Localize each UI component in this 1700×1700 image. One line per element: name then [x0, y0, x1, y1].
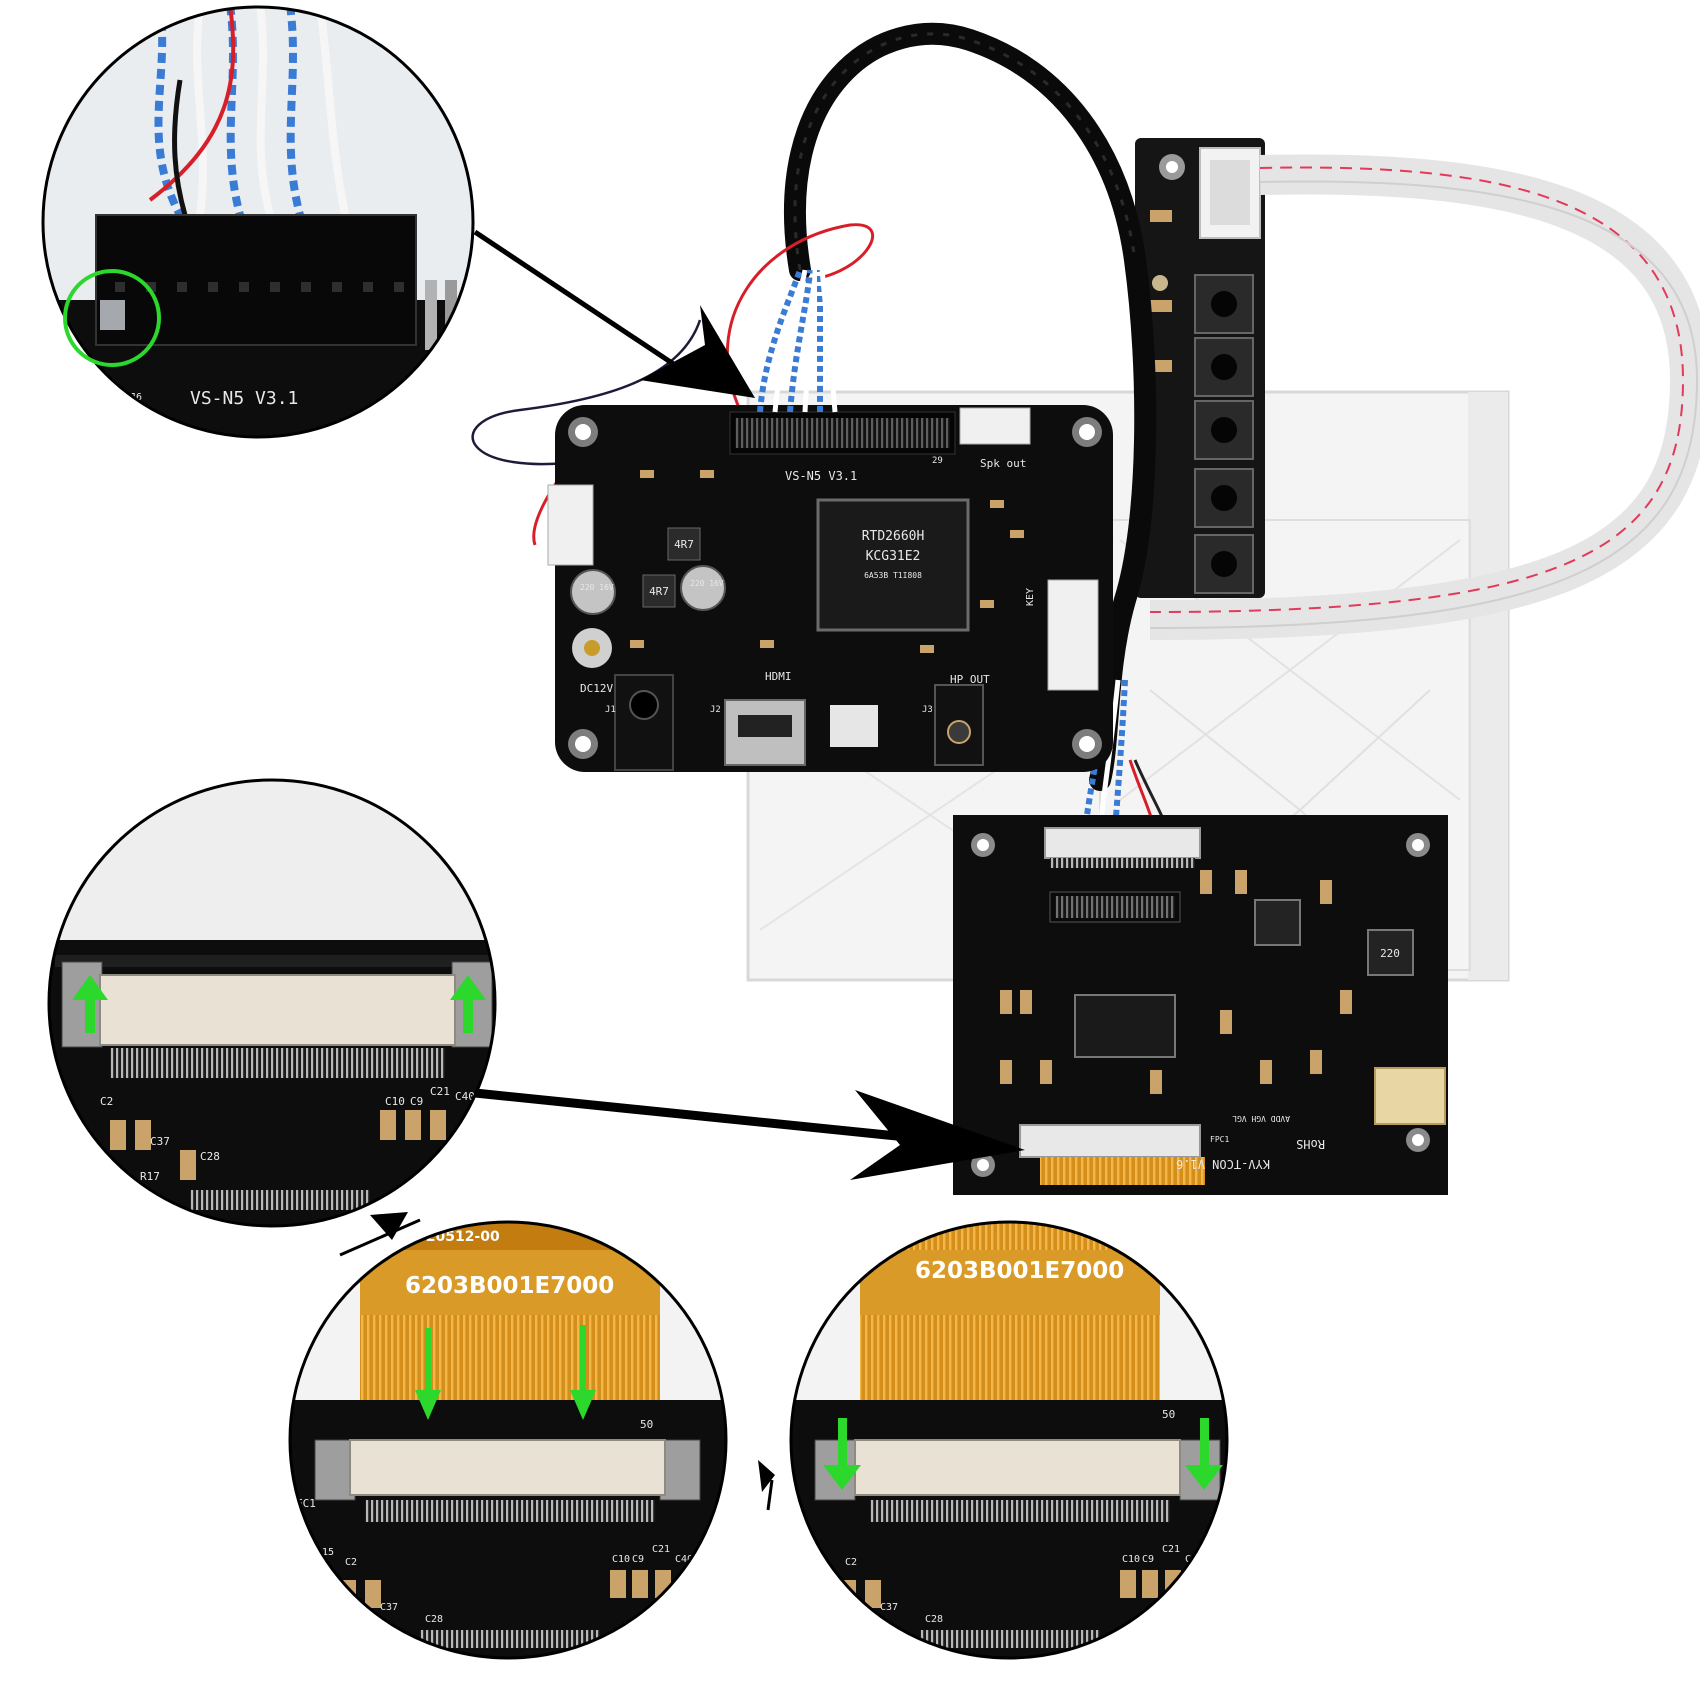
lever-down-arrow-left — [823, 1418, 861, 1490]
key-ribbon-cable — [1149, 154, 1700, 640]
fpc-pin50-left: 50 — [640, 1418, 653, 1431]
tcon-model: KYV-TCON V1.6 — [1176, 1157, 1270, 1171]
fpcr-label-c10: C10 — [1122, 1554, 1140, 1565]
key-button-5 — [1194, 534, 1254, 594]
fpc-insert-arrow-left — [415, 1328, 441, 1420]
lever-up-arrow-left — [72, 975, 108, 1033]
black-sleeve-cable — [784, 22, 1157, 791]
callout-arrows — [339, 229, 1025, 1511]
cap-label-2: 220 16V — [690, 579, 724, 588]
dc-label: DC12V — [580, 682, 613, 695]
key-label: KEY — [1025, 588, 1036, 606]
pin29-label: 29 — [932, 456, 943, 466]
fpc-part-number-right: 6203B001E7000 — [915, 1258, 1124, 1284]
power-wire-red — [725, 223, 874, 411]
zoom-conn-label-c9: C9 — [410, 1095, 423, 1108]
j3-label: J3 — [922, 705, 933, 715]
j1-label: J1 — [605, 705, 616, 715]
fpc-pin50-right: 50 — [1162, 1408, 1175, 1421]
zoom-conn-label-c37: C37 — [150, 1135, 170, 1148]
main-driver-board: RTD2660H KCG31E2 6A53B T1I808 4R7 4R7 VS… — [547, 405, 1113, 772]
zoom-conn-label-c21: C21 — [430, 1085, 450, 1098]
key-button-1 — [1194, 274, 1254, 334]
inductor-label-1: 4R7 — [674, 538, 694, 551]
chip-label-2: KCG31E2 — [866, 549, 921, 564]
cap-label-1: 220 16V — [580, 583, 614, 592]
fpcr-label-c21: C21 — [1162, 1544, 1180, 1555]
fpcl-label-r17: R17 — [360, 1632, 378, 1643]
tcon-inductor-label: 220 — [1380, 947, 1400, 960]
hdmi-label: HDMI — [765, 670, 792, 683]
zoom-top-model: VS-N5 V3.1 — [190, 388, 298, 409]
fpc-partial-text: K 20512-00 — [410, 1229, 500, 1245]
zoom-circle-fpc-insert: K 20512-00 6203B001E7000 50 FC1 R15 C2 C… — [288, 1220, 728, 1660]
fpcr-label-c37: C37 — [880, 1602, 898, 1613]
zoom-conn-label-r17: R17 — [140, 1170, 160, 1183]
chip-label-3: 6A53B T1I808 — [864, 571, 922, 580]
zoom-conn-label-c28: C28 — [200, 1150, 220, 1163]
fpcl-label-c10: C10 — [612, 1554, 630, 1565]
power-wire-dark — [471, 319, 702, 466]
j2-label: J2 — [710, 705, 721, 715]
lever-up-arrow-right — [450, 975, 486, 1033]
zoom-conn-label-c10: C10 — [385, 1095, 405, 1108]
tcon-board: 220 KYV-TCON V1.6 RoHS AVDD VGH VGL FPC1 — [953, 815, 1448, 1195]
zoom-circle-fpc-locked: 6203B001E7000 50 C2 C37 C28 R17 C10 C9 C… — [789, 1220, 1229, 1660]
zoom-circle-lvds-header: VS-N5 V3.1 J6 — [41, 5, 475, 439]
fpcr-label-c2: C2 — [845, 1557, 857, 1568]
fpcl-label-c28: C28 — [425, 1614, 443, 1625]
tcon-rohs: RoHS — [1296, 1137, 1325, 1151]
tcon-avdd: AVDD VGH VGL — [1232, 1114, 1290, 1123]
fpc-insert-arrow-right — [570, 1325, 596, 1420]
fpcl-label-c37: C37 — [380, 1602, 398, 1613]
fpc-part-number-left: 6203B001E7000 — [405, 1273, 614, 1299]
main-board-model: VS-N5 V3.1 — [785, 469, 857, 483]
lever-down-arrow-right — [1185, 1418, 1223, 1490]
fpcl-label-c2: C2 — [345, 1557, 357, 1568]
zoom-conn-label-c2: C2 — [100, 1095, 113, 1108]
fpcl-label-c40: C40 — [675, 1554, 693, 1565]
key-button-3 — [1194, 400, 1254, 460]
fpcr-label-r17: R17 — [860, 1632, 878, 1643]
zoom-conn-label-c40: C40 — [455, 1090, 475, 1103]
inductor-label-2: 4R7 — [649, 585, 669, 598]
chip-label-1: RTD2660H — [862, 529, 925, 544]
key-button-4 — [1194, 468, 1254, 528]
lvds-cable-upper — [757, 269, 838, 413]
key-board — [1135, 138, 1265, 598]
fpcl-label-r15: R15 — [316, 1547, 334, 1558]
fpcl-label-c21: C21 — [652, 1544, 670, 1555]
hp-label: HP OUT — [950, 673, 990, 686]
spk-label: Spk out — [980, 457, 1026, 470]
fpcr-label-c9: C9 — [1142, 1554, 1154, 1565]
fpcr-label-c28: C28 — [925, 1614, 943, 1625]
key-button-2 — [1194, 337, 1254, 397]
fpcl-label-c9: C9 — [632, 1554, 644, 1565]
tcon-fpc-label: FPC1 — [1210, 1135, 1229, 1144]
zoom-circle-fpc-connector-open: C2 C37 C28 R17 C10 C9 C21 C40 — [47, 778, 497, 1228]
pin1-highlight-ring — [63, 269, 161, 367]
